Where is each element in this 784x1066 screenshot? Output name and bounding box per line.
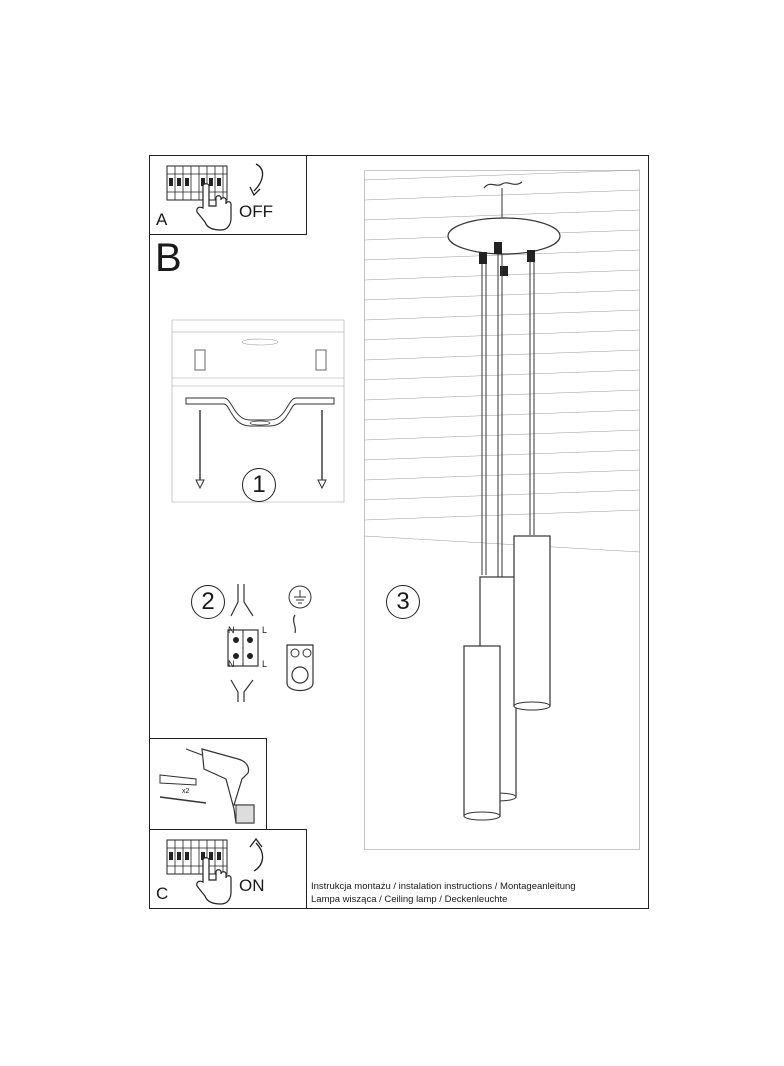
instruction-caption: Instrukcja montażu / instalation instruc… bbox=[311, 880, 576, 906]
drill-icon bbox=[159, 748, 255, 824]
arrow-down-icon bbox=[249, 163, 264, 197]
wiring-diagram bbox=[227, 584, 259, 702]
drill-tools-panel: x2 bbox=[149, 738, 267, 830]
hand-icon bbox=[196, 183, 232, 231]
ground-terminal-illustration bbox=[286, 585, 314, 692]
arrow-up-icon bbox=[249, 837, 264, 872]
hand-icon bbox=[196, 857, 232, 905]
screw-count-label: x2 bbox=[182, 788, 190, 795]
caption-line-1: Instrukcja montażu / instalation instruc… bbox=[311, 881, 576, 892]
switch-on-label: ON bbox=[239, 876, 265, 895]
step-c-switch-on-panel: ON C bbox=[149, 829, 307, 909]
step-2-marker: 2 bbox=[191, 585, 225, 619]
switch-off-label: OFF bbox=[239, 202, 273, 221]
step-c-letter: C bbox=[156, 884, 169, 903]
wire-n-bottom-label: N bbox=[228, 659, 235, 669]
wire-l-top-label: L bbox=[262, 625, 268, 635]
circuit-breaker-icon bbox=[166, 839, 228, 875]
wire-l-bottom-label: L bbox=[262, 659, 268, 669]
ceiling-lamp-illustration bbox=[363, 169, 641, 850]
wire-n-top-label: N bbox=[228, 625, 235, 635]
step-a-letter: A bbox=[156, 210, 168, 229]
step-a-switch-off-panel: OFF A bbox=[149, 155, 307, 235]
step-b-letter: B bbox=[155, 236, 182, 280]
caption-line-2: Lampa wisząca / Ceiling lamp / Deckenleu… bbox=[311, 894, 508, 905]
step-3-marker: 3 bbox=[386, 585, 420, 619]
mounting-bracket-illustration bbox=[171, 319, 345, 503]
instruction-sheet bbox=[149, 155, 649, 909]
step-1-marker: 1 bbox=[242, 468, 276, 502]
circuit-breaker-icon bbox=[166, 165, 228, 201]
